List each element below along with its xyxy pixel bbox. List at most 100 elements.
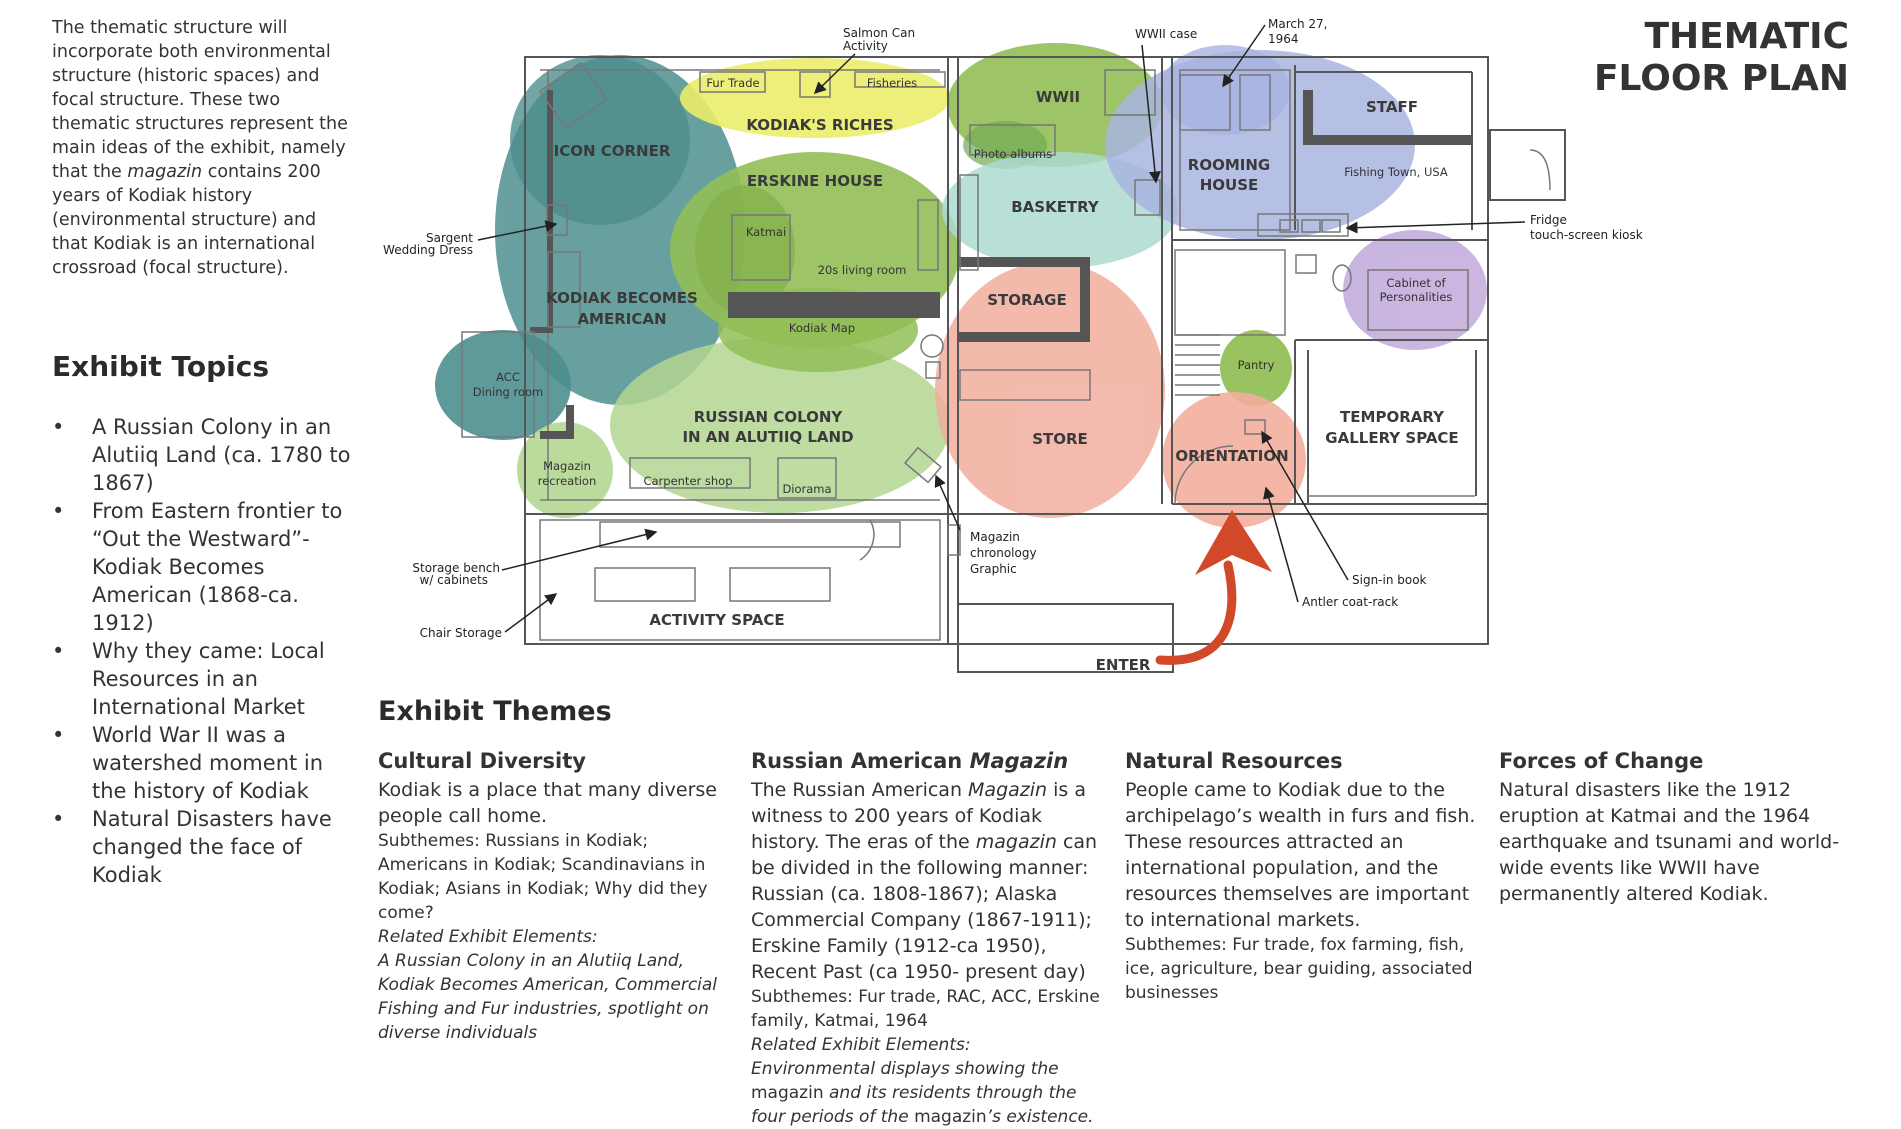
label-alutiiq-land: IN AN ALUTIIQ LAND: [682, 428, 853, 446]
zone-magazin-recreation: [517, 422, 613, 518]
theme-subthemes: Subthemes: Fur trade, RAC, ACC, Erskine …: [751, 987, 1100, 1031]
ann-chronology-magazin: Magazin: [970, 530, 1020, 544]
ann-wwii-case: WWII case: [1135, 27, 1197, 41]
label-photo-albums: Photo albums: [974, 147, 1052, 161]
theme-heading: Cultural Diversity: [378, 749, 586, 773]
label-fishing-town: Fishing Town, USA: [1344, 165, 1448, 179]
leader-sargent: [477, 220, 558, 241]
theme-subthemes: Subthemes: Fur trade, fox farming, fish,…: [1125, 935, 1473, 1003]
theme-heading: Natural Resources: [1125, 749, 1343, 773]
topic-item: From Eastern frontier to “Out the Westwa…: [52, 497, 352, 637]
theme-natural-resources: Natural Resources People came to Kodiak …: [1125, 748, 1480, 1005]
leader-march: [1222, 24, 1266, 88]
intro-text-a: The thematic structure will incorporate …: [52, 18, 348, 182]
theme-cultural-diversity: Cultural Diversity Kodiak is a place tha…: [378, 748, 733, 1045]
topics-title: Exhibit Topics: [52, 350, 270, 383]
label-kodiak-map: Kodiak Map: [789, 321, 855, 335]
label-enter: ENTER: [1096, 656, 1151, 674]
theme-related-label: Related Exhibit Elements:: [378, 927, 598, 947]
ann-chair-storage: Chair Storage: [420, 626, 502, 640]
leader-storage-bench: [501, 528, 658, 571]
floor-plan: ICON CORNER KODIAK BECOMES AMERICAN KODI…: [383, 17, 1643, 674]
ann-chronology: chronology: [970, 546, 1037, 560]
ann-sargent: Sargent: [426, 231, 473, 245]
theme-related: Environmental displays showing the magaz…: [751, 1057, 1106, 1129]
label-cabinet-of: Cabinet of: [1386, 276, 1446, 290]
zone-icon-corner: [510, 55, 690, 225]
label-store: STORE: [1032, 430, 1088, 448]
label-wwii: WWII: [1036, 88, 1080, 106]
page-title-line2: FLOOR PLAN: [1593, 58, 1849, 99]
theme-body: People came to Kodiak due to the archipe…: [1125, 779, 1476, 931]
label-fisheries: Fisheries: [867, 76, 917, 90]
intro-paragraph: The thematic structure will incorporate …: [52, 16, 352, 280]
label-activity-space: ACTIVITY SPACE: [649, 611, 784, 629]
stairs: [1175, 334, 1220, 396]
walls: [461, 56, 1566, 673]
label-living-room: 20s living room: [818, 263, 907, 277]
zone-store: [935, 262, 1165, 518]
body-part: can be divided in the following manner: …: [751, 831, 1098, 983]
label-temporary: TEMPORARY: [1340, 408, 1445, 426]
ann-with-cabinets: w/ cabinets: [419, 573, 488, 587]
related-part: magazin: [914, 1107, 987, 1127]
annotations: Salmon Can Activity WWII case March 27, …: [383, 17, 1643, 640]
theme-heading-a: Russian American: [751, 749, 970, 773]
label-recreation: recreation: [538, 474, 597, 488]
label-orientation: ORIENTATION: [1175, 447, 1288, 465]
label-kodiaks-riches: KODIAK'S RICHES: [746, 116, 893, 134]
page-title-line1: THEMATIC: [1644, 16, 1849, 57]
theme-body: Natural disasters like the 1912 eruption…: [1499, 779, 1840, 905]
label-staff: STAFF: [1366, 98, 1418, 116]
label-acc: ACC: [496, 370, 520, 384]
ann-storage-bench: Storage bench: [412, 561, 500, 575]
leader-chair-storage: [504, 593, 558, 633]
page-title: THEMATIC FLOOR PLAN: [1594, 16, 1849, 100]
topic-item: Why they came: Local Resources in an Int…: [52, 637, 352, 721]
theme-related-label: Related Exhibit Elements:: [751, 1035, 971, 1055]
ann-activity: Activity: [843, 39, 888, 53]
body-part: is a witness to 200 years of Kodiak hist…: [751, 779, 1086, 853]
ann-wedding-dress: Wedding Dress: [383, 243, 473, 257]
zone-pantry: [1220, 330, 1292, 406]
topic-item: A Russian Colony in an Alutiiq Land (ca.…: [52, 413, 352, 497]
label-personalities: Personalities: [1380, 290, 1453, 304]
ann-salmon-can: Salmon Can: [843, 26, 915, 40]
zone-katmai: [695, 185, 795, 315]
leader-chronology: [934, 474, 961, 531]
label-dining-room: Dining room: [473, 385, 544, 399]
label-house: HOUSE: [1200, 176, 1259, 194]
zone-russian-colony: [610, 337, 950, 513]
related-part: and its residents through the four perio…: [751, 1083, 1077, 1127]
body-part: magazin: [975, 831, 1057, 853]
zone-kodiaks-riches: [680, 58, 950, 138]
zone-layer: [435, 43, 1487, 528]
label-russian-colony: RUSSIAN COLONY: [694, 408, 844, 426]
ann-antler-coat-rack: Antler coat-rack: [1302, 595, 1398, 609]
label-basketry: BASKETRY: [1011, 198, 1100, 216]
label-kodiak-becomes: KODIAK BECOMES: [546, 289, 698, 307]
body-part: The Russian American: [751, 779, 969, 801]
leader-sign-in-book: [1261, 430, 1349, 581]
leader-salmon-can: [813, 53, 856, 95]
intro-text-magazin: magazin: [127, 162, 203, 182]
intro-text-b: contains 200 years of Kodiak history (en…: [52, 162, 321, 278]
label-magazin: Magazin: [543, 459, 591, 473]
ann-graphic: Graphic: [970, 562, 1017, 576]
zone-cabinet-personalities: [1343, 230, 1487, 350]
label-pantry: Pantry: [1238, 358, 1275, 372]
leader-antler: [1263, 486, 1299, 603]
zone-rooming-house-top: [1160, 45, 1290, 135]
label-gallery-space: GALLERY SPACE: [1325, 429, 1458, 447]
theme-heading: Forces of Change: [1499, 749, 1704, 773]
body-part: Magazin: [968, 779, 1048, 801]
topic-item: Natural Disasters have changed the face …: [52, 805, 352, 889]
label-fur-trade: Fur Trade: [706, 76, 759, 90]
ann-march: March 27,: [1268, 17, 1327, 31]
topic-item: World War II was a watershed moment in t…: [52, 721, 352, 805]
enter-arrow: [1155, 510, 1272, 665]
theme-body: The Russian American Magazin is a witnes…: [751, 777, 1106, 985]
themes-title: Exhibit Themes: [378, 696, 612, 727]
ann-sign-in-book: Sign-in book: [1352, 573, 1427, 587]
theme-forces-of-change: Forces of Change Natural disasters like …: [1499, 748, 1854, 907]
